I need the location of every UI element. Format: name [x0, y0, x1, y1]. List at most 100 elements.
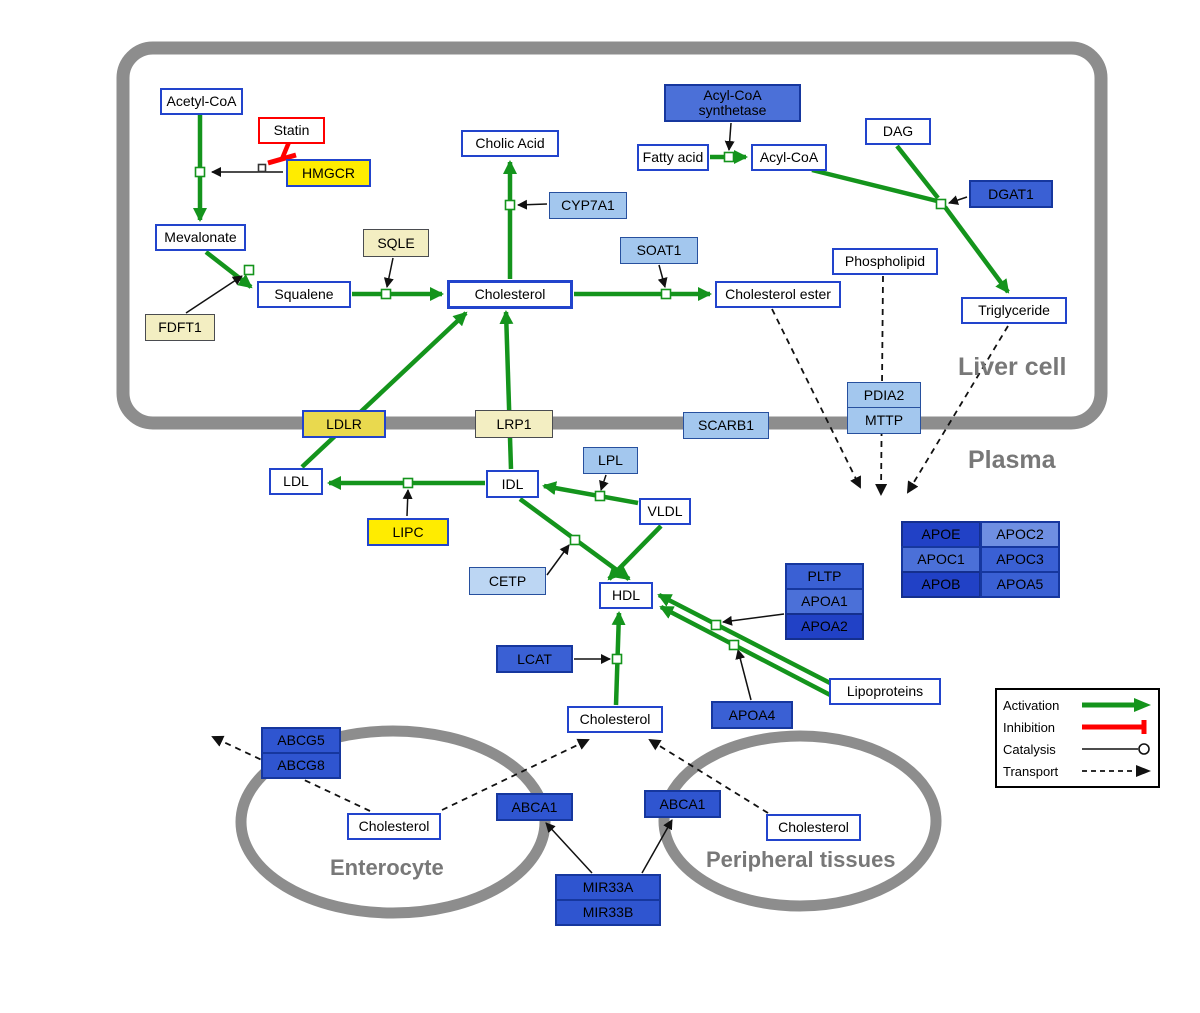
edge-cholesterolester-plasma	[771, 308, 861, 489]
node-phospholipid[interactable]: Phospholipid	[832, 248, 938, 275]
legend-inhibition: Inhibition	[1003, 717, 1152, 737]
node-vldl[interactable]: VLDL	[639, 498, 691, 525]
edge-acylcoasynthetase-catalysis	[724, 122, 735, 151]
liver-cell-membrane	[116, 41, 1108, 430]
edge-enterocyte-excretion	[211, 735, 371, 812]
legend-transport-label: Transport	[1003, 763, 1059, 779]
edge-lipc-catalysis	[402, 489, 413, 517]
edge-soat1-catalysis	[657, 264, 668, 288]
enterocyte-membrane	[235, 725, 551, 919]
node-mir33a[interactable]: MIR33A	[555, 874, 661, 901]
node-apoa5[interactable]: APOA5	[980, 571, 1060, 598]
node-sqle[interactable]: SQLE	[363, 229, 429, 257]
node-cholesterol-liver[interactable]: Cholesterol	[447, 280, 573, 309]
edge-mir33-abca1-left	[545, 822, 593, 874]
node-abca1-enterocyte[interactable]: ABCA1	[496, 793, 573, 821]
edge-vldl-hdl	[607, 524, 663, 581]
edge-cyp7a1-catalysis	[517, 199, 548, 210]
node-squalene[interactable]: Squalene	[257, 281, 351, 308]
node-abca1-peripheral[interactable]: ABCA1	[644, 790, 721, 818]
node-pltp[interactable]: PLTP	[785, 563, 864, 590]
node-cholesterol-peripheral[interactable]: Cholesterol	[766, 814, 861, 841]
edge-dgat1-catalysis	[948, 195, 968, 205]
edge-acylcoa-junction	[811, 167, 938, 204]
node-acetyl-coa[interactable]: Acetyl-CoA	[160, 88, 243, 115]
edge-fdft1-catalysis	[185, 275, 243, 314]
node-mevalonate[interactable]: Mevalonate	[155, 224, 246, 251]
edge-lpl-catalysis	[599, 474, 609, 491]
node-fatty-acid[interactable]: Fatty acid	[637, 144, 709, 171]
node-abcg5[interactable]: ABCG5	[261, 727, 341, 754]
node-apoc1[interactable]: APOC1	[901, 546, 981, 573]
node-dag[interactable]: DAG	[865, 118, 931, 145]
node-cholesterol-enterocyte[interactable]: Cholesterol	[347, 813, 441, 840]
inhibition-edge-statin-hmgcr	[267, 141, 297, 166]
node-apoe[interactable]: APOE	[901, 521, 981, 548]
edge-sqle-catalysis	[383, 257, 394, 288]
edge-dag-junction	[895, 144, 940, 200]
node-apoc3[interactable]: APOC3	[980, 546, 1060, 573]
node-mir33b[interactable]: MIR33B	[555, 899, 661, 926]
edge-cetp-catalysis	[546, 544, 570, 576]
node-triglyceride[interactable]: Triglyceride	[961, 297, 1067, 324]
legend-transport: Transport	[1003, 761, 1152, 781]
node-apoc2[interactable]: APOC2	[980, 521, 1060, 548]
edge-lipoproteins-hdl-upper	[657, 592, 834, 687]
node-ldlr[interactable]: LDLR	[302, 410, 386, 438]
node-dgat1[interactable]: DGAT1	[969, 180, 1053, 208]
node-cetp[interactable]: CETP	[469, 567, 546, 595]
legend-catalysis: Catalysis	[1003, 739, 1152, 759]
node-soat1[interactable]: SOAT1	[620, 237, 698, 264]
transport-arrow-icon	[1082, 765, 1151, 777]
compartment-membranes	[116, 41, 1108, 919]
edge-vldl-idl	[542, 481, 639, 506]
node-cholic-acid[interactable]: Cholic Acid	[461, 130, 559, 157]
node-idl[interactable]: IDL	[486, 470, 539, 498]
edge-phospholipid-plasma	[875, 275, 888, 496]
legend-activation-label: Activation	[1003, 697, 1060, 713]
legend-activation: Activation	[1003, 695, 1152, 715]
node-lipc[interactable]: LIPC	[367, 518, 449, 546]
legend-catalysis-label: Catalysis	[1003, 741, 1056, 757]
node-cyp7a1[interactable]: CYP7A1	[549, 192, 627, 219]
node-statin[interactable]: Statin	[258, 117, 325, 144]
node-lpl[interactable]: LPL	[583, 447, 638, 474]
node-pdia2[interactable]: PDIA2	[847, 382, 921, 409]
edge-peripheral-cholesterol-efflux	[648, 738, 769, 814]
activation-arrow-icon	[1082, 698, 1151, 712]
liver-cell-label: Liver cell	[958, 353, 1067, 381]
activation-edges	[193, 115, 1010, 706]
enterocyte-label: Enterocyte	[330, 855, 444, 880]
edge-lipoproteins-hdl-lower	[659, 605, 838, 700]
transport-edges	[211, 275, 1009, 814]
edge-junction-triglyceride	[943, 205, 1010, 294]
node-lipoproteins[interactable]: Lipoproteins	[829, 678, 941, 705]
edge-apoa4-catalysis	[735, 649, 752, 701]
edge-ldl-cholesterol	[300, 311, 468, 469]
node-cholesterol-ester[interactable]: Cholesterol ester	[715, 281, 841, 308]
node-mttp[interactable]: MTTP	[847, 407, 921, 434]
node-cholesterol-plasma[interactable]: Cholesterol	[567, 706, 663, 733]
node-fdft1[interactable]: FDFT1	[145, 314, 215, 341]
node-hmgcr[interactable]: HMGCR	[286, 159, 371, 187]
node-apoa1[interactable]: APOA1	[785, 588, 864, 615]
edge-idl-cholesterol	[499, 310, 514, 470]
node-apoa4[interactable]: APOA4	[711, 701, 793, 729]
peripheral-tissues-label: Peripheral tissues	[706, 847, 896, 872]
node-acyl-coa-synthetase[interactable]: Acyl-CoA synthetase	[664, 84, 801, 122]
legend: Activation Inhibition Catalysis Transpor…	[995, 688, 1160, 788]
node-lcat[interactable]: LCAT	[496, 645, 573, 673]
legend-inhibition-label: Inhibition	[1003, 719, 1056, 735]
node-abcg8[interactable]: ABCG8	[261, 752, 341, 779]
edge-enterocyte-cholesterol-efflux	[441, 738, 590, 811]
inhibition-tbar-icon	[1082, 720, 1147, 734]
node-scarb1[interactable]: SCARB1	[683, 412, 769, 439]
node-ldl[interactable]: LDL	[269, 468, 323, 495]
node-apob[interactable]: APOB	[901, 571, 981, 598]
node-lrp1[interactable]: LRP1	[475, 410, 553, 438]
node-hdl[interactable]: HDL	[599, 582, 653, 609]
edge-mir33-abca1-right	[641, 819, 673, 874]
node-apoa2[interactable]: APOA2	[785, 613, 864, 640]
node-acyl-coa[interactable]: Acyl-CoA	[751, 144, 827, 171]
